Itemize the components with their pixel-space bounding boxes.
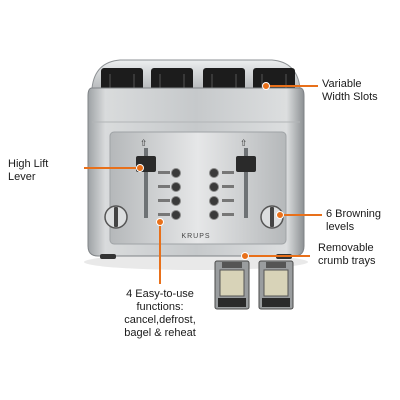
callout-dot-crumb (241, 252, 249, 260)
lift-lever-right[interactable] (236, 156, 256, 172)
button-label-mark (158, 199, 170, 202)
lever-track-right (244, 148, 248, 218)
callout-dot-lever (136, 164, 144, 172)
button-label-mark (158, 171, 170, 174)
toaster-foot (100, 254, 116, 259)
callout-dot-browning (276, 211, 284, 219)
toaster-shadow (84, 254, 308, 270)
lever-track-left (144, 148, 148, 218)
function-button[interactable] (209, 196, 219, 206)
function-button[interactable] (209, 210, 219, 220)
crumb-tray-left (214, 260, 250, 310)
crumb-tray-right (258, 260, 294, 310)
function-button[interactable] (209, 168, 219, 178)
function-button[interactable] (171, 210, 181, 220)
function-button[interactable] (209, 182, 219, 192)
button-label-mark (222, 185, 234, 188)
function-buttons-left (171, 168, 181, 220)
function-button[interactable] (171, 182, 181, 192)
button-label-mark (222, 199, 234, 202)
callout-high-lift-lever: High Lift Lever (8, 158, 49, 183)
button-label-mark (158, 185, 170, 188)
control-panel (109, 131, 287, 245)
lift-arrow-right-icon: ⇧ (240, 139, 248, 149)
button-label-mark (222, 171, 234, 174)
lift-arrow-left-icon: ⇧ (140, 139, 148, 149)
callout-variable-width-slots: Variable Width Slots (322, 78, 378, 103)
function-button[interactable] (171, 196, 181, 206)
callout-crumb-trays: Removable crumb trays (318, 242, 376, 267)
function-button[interactable] (171, 168, 181, 178)
callout-dot-functions (156, 218, 164, 226)
callout-dot-slots (262, 82, 270, 90)
button-label-mark (158, 213, 170, 216)
callout-functions: 4 Easy-to-use functions: cancel,defrost,… (124, 288, 196, 339)
button-label-mark (222, 213, 234, 216)
callout-browning-levels: 6 Browning levels (326, 208, 382, 233)
brand-logo: KRUPS (181, 233, 210, 240)
function-buttons-right (209, 168, 219, 220)
toaster-top (91, 59, 301, 89)
